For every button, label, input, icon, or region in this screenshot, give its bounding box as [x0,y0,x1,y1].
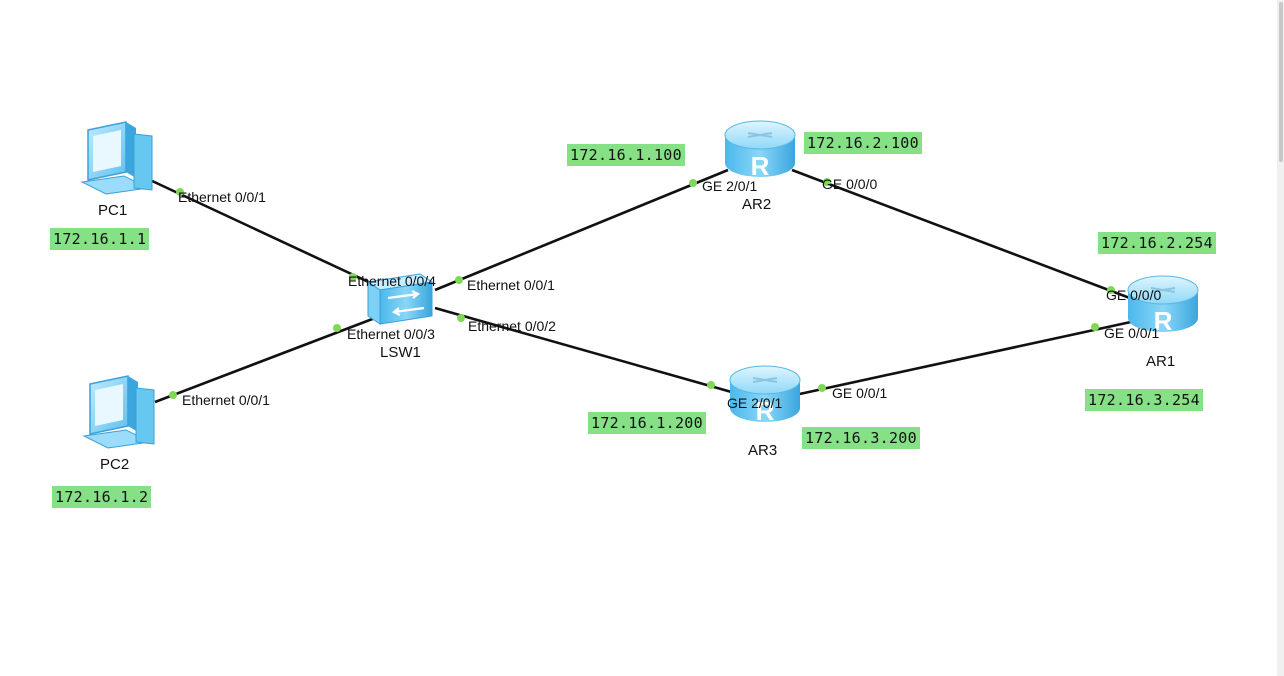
svg-text:R: R [1154,306,1173,336]
router-ar3-icon[interactable]: R [729,365,801,426]
link-lsw1-ar2[interactable] [434,168,729,292]
port-dot [169,391,177,399]
pc1-ip-label: 172.16.1.1 [50,228,150,250]
ar2-ip-right-label: 172.16.2.100 [804,132,922,154]
ar1-ip-bottom-label: 172.16.3.254 [1085,389,1203,411]
ar1-port-bottom-label: GE 0/0/1 [1104,325,1160,341]
ar2-name: AR2 [742,196,772,213]
pc2-port-label: Ethernet 0/0/1 [182,392,270,408]
router-ar2-icon[interactable]: R [724,120,796,181]
port-dot [176,188,184,196]
ar1-name: AR1 [1146,353,1176,370]
pc2-name: PC2 [100,456,130,473]
port-dot [455,276,463,284]
svg-text:R: R [756,396,775,426]
port-dot [818,384,826,392]
link-ar2-ar1[interactable] [791,168,1136,302]
link-pc1-lsw1[interactable] [149,178,376,287]
ar3-port-right-label: GE 0/0/1 [832,385,888,401]
ar3-ip-right-label: 172.16.3.200 [802,427,920,449]
lsw1-port-e4-label: Ethernet 0/0/4 [348,273,436,289]
port-dot [707,381,715,389]
port-dot [689,179,697,187]
link-ar3-ar1[interactable] [794,318,1141,397]
link-lsw1-ar3[interactable] [434,306,736,395]
router-ar1-icon[interactable]: R [1127,275,1199,336]
port-dot [1091,323,1099,331]
ar1-port-top-label: GE 0/0/0 [1106,287,1162,303]
ar2-port-left-label: GE 2/0/1 [702,178,758,194]
lsw1-port-e1-label: Ethernet 0/0/1 [467,277,555,293]
ar1-ip-top-label: 172.16.2.254 [1098,232,1216,254]
ar3-port-left-label: GE 2/0/1 [727,395,783,411]
port-dot [333,324,341,332]
ar2-port-right-label: GE 0/0/0 [822,176,878,192]
ar2-ip-left-label: 172.16.1.100 [567,144,685,166]
port-dot [1107,286,1115,294]
lsw1-name: LSW1 [380,344,421,361]
switch-icon[interactable] [366,273,434,325]
pc1-port-label: Ethernet 0/0/1 [178,189,266,205]
pc2-icon[interactable] [82,375,155,449]
pc1-name: PC1 [98,202,128,219]
lsw1-port-e2-label: Ethernet 0/0/2 [468,318,556,334]
port-dot [457,314,465,322]
vertical-scrollbar[interactable] [1277,0,1284,676]
link-pc2-lsw1[interactable] [154,316,376,404]
port-dot [823,178,831,186]
links [149,168,1141,404]
lsw1-port-e3-label: Ethernet 0/0/3 [347,326,435,342]
ar3-ip-left-label: 172.16.1.200 [588,412,706,434]
ar3-name: AR3 [748,442,778,459]
svg-text:R: R [751,151,770,181]
pc1-icon[interactable] [80,121,153,195]
port-dots [169,178,1115,399]
scrollbar-thumb[interactable] [1279,2,1283,162]
pc2-ip-label: 172.16.1.2 [52,486,152,508]
port-dot [349,273,357,281]
